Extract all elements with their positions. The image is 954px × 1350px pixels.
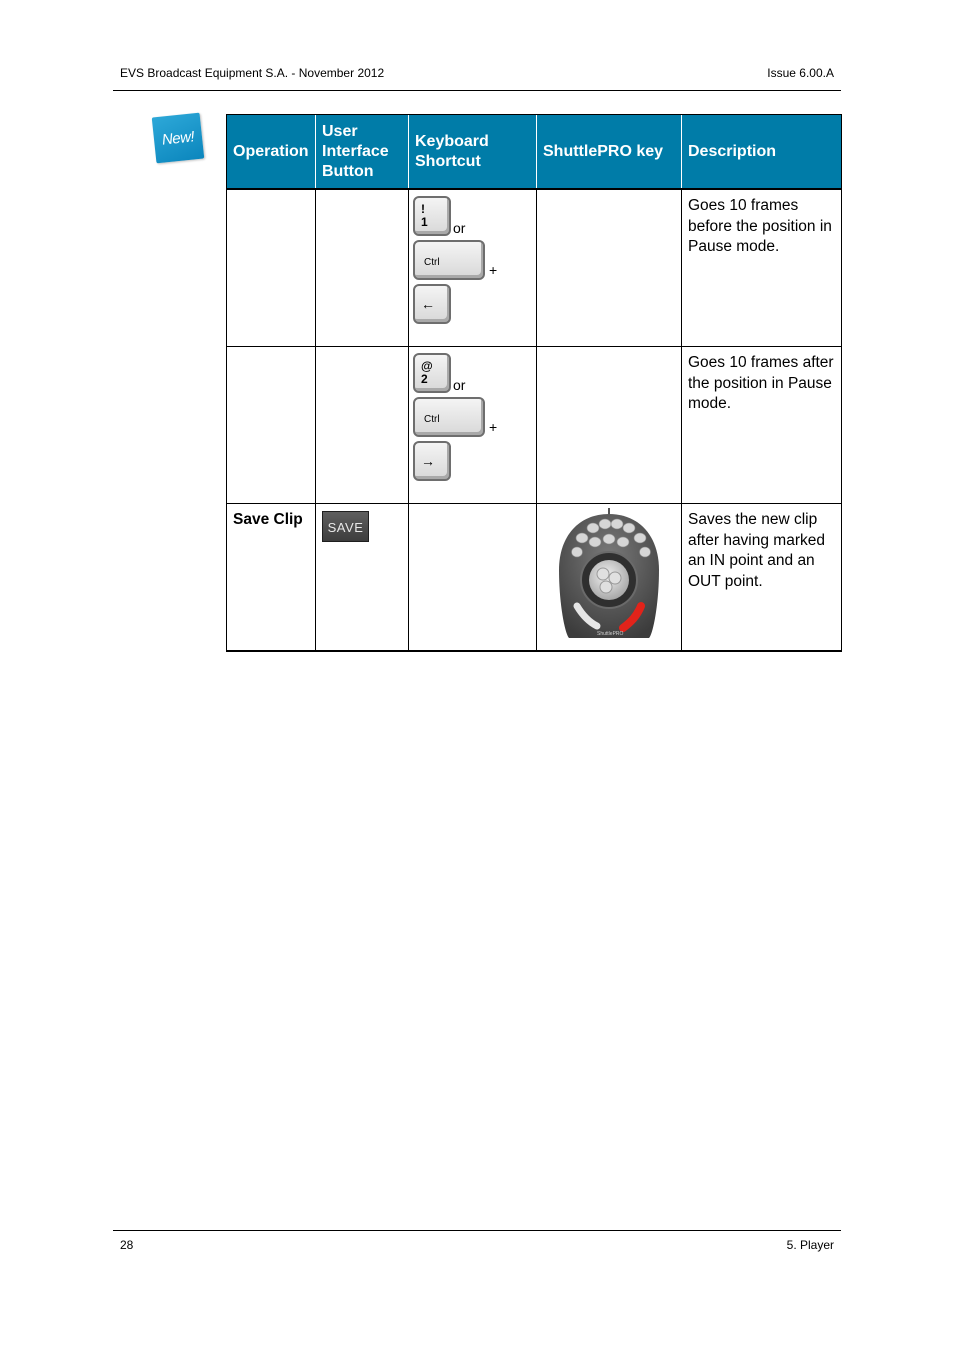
or-label: or <box>453 219 466 236</box>
cell-ui-button: SAVE <box>315 503 409 652</box>
col-header-keyboard-shortcut: Keyboard Shortcut <box>408 114 537 190</box>
header-rule <box>113 90 841 91</box>
cell-description: Goes 10 frames after the position in Pau… <box>681 346 842 504</box>
plus-label: + <box>489 418 498 435</box>
or-label: or <box>453 376 466 393</box>
cell-operation <box>226 346 316 504</box>
cell-shuttlepro-key: ShuttlePRO <box>536 503 682 652</box>
header-issue: Issue 6.00.A <box>767 66 834 80</box>
cell-operation: Save Clip <box>226 503 316 652</box>
cell-ui-button <box>315 346 409 504</box>
table-row: Save Clip SAVE <box>226 503 842 652</box>
cell-keyboard-shortcut: @ 2 or Ctrl + → <box>408 346 537 504</box>
save-button[interactable]: SAVE <box>322 511 369 542</box>
ctrl-key-icon: Ctrl <box>413 397 485 437</box>
key-1-icon: ! 1 <box>413 196 451 236</box>
table-row: @ 2 or Ctrl + → Goes 10 frames after the… <box>226 346 842 504</box>
cell-keyboard-shortcut <box>408 503 537 652</box>
cell-shuttlepro-key <box>536 188 682 347</box>
cell-operation <box>226 188 316 347</box>
cell-shuttlepro-key <box>536 346 682 504</box>
key-2-icon: @ 2 <box>413 353 451 393</box>
cell-description: Goes 10 frames before the position in Pa… <box>681 188 842 347</box>
new-badge-icon: New! <box>151 112 205 164</box>
footer-rule <box>113 1230 841 1231</box>
cell-keyboard-shortcut: ! 1 or Ctrl + ← <box>408 188 537 347</box>
svg-text:ShuttlePRO: ShuttlePRO <box>597 631 624 637</box>
col-header-ui-button: User Interface Button <box>315 114 409 190</box>
page-number: 28 <box>120 1238 134 1252</box>
left-arrow-key-icon: ← <box>413 284 451 324</box>
plus-label: + <box>489 261 498 278</box>
cell-description: Saves the new clip after having marked a… <box>681 503 842 652</box>
footer-section: 5. Player <box>786 1238 834 1252</box>
header-document-title: EVS Broadcast Equipment S.A. - November … <box>120 66 385 80</box>
col-header-operation: Operation <box>226 114 316 190</box>
shuttlepro-device-icon: ShuttlePRO <box>559 508 659 638</box>
table-header-row: Operation User Interface Button Keyboard… <box>226 114 842 190</box>
cell-ui-button <box>315 188 409 347</box>
right-arrow-key-icon: → <box>413 441 451 481</box>
col-header-shuttlepro-key: ShuttlePRO key <box>536 114 682 190</box>
table-row: ! 1 or Ctrl + ← Goes 10 frames before th… <box>226 188 842 347</box>
col-header-description: Description <box>681 114 842 190</box>
ctrl-key-icon: Ctrl <box>413 240 485 280</box>
operations-table: Operation User Interface Button Keyboard… <box>226 114 842 652</box>
